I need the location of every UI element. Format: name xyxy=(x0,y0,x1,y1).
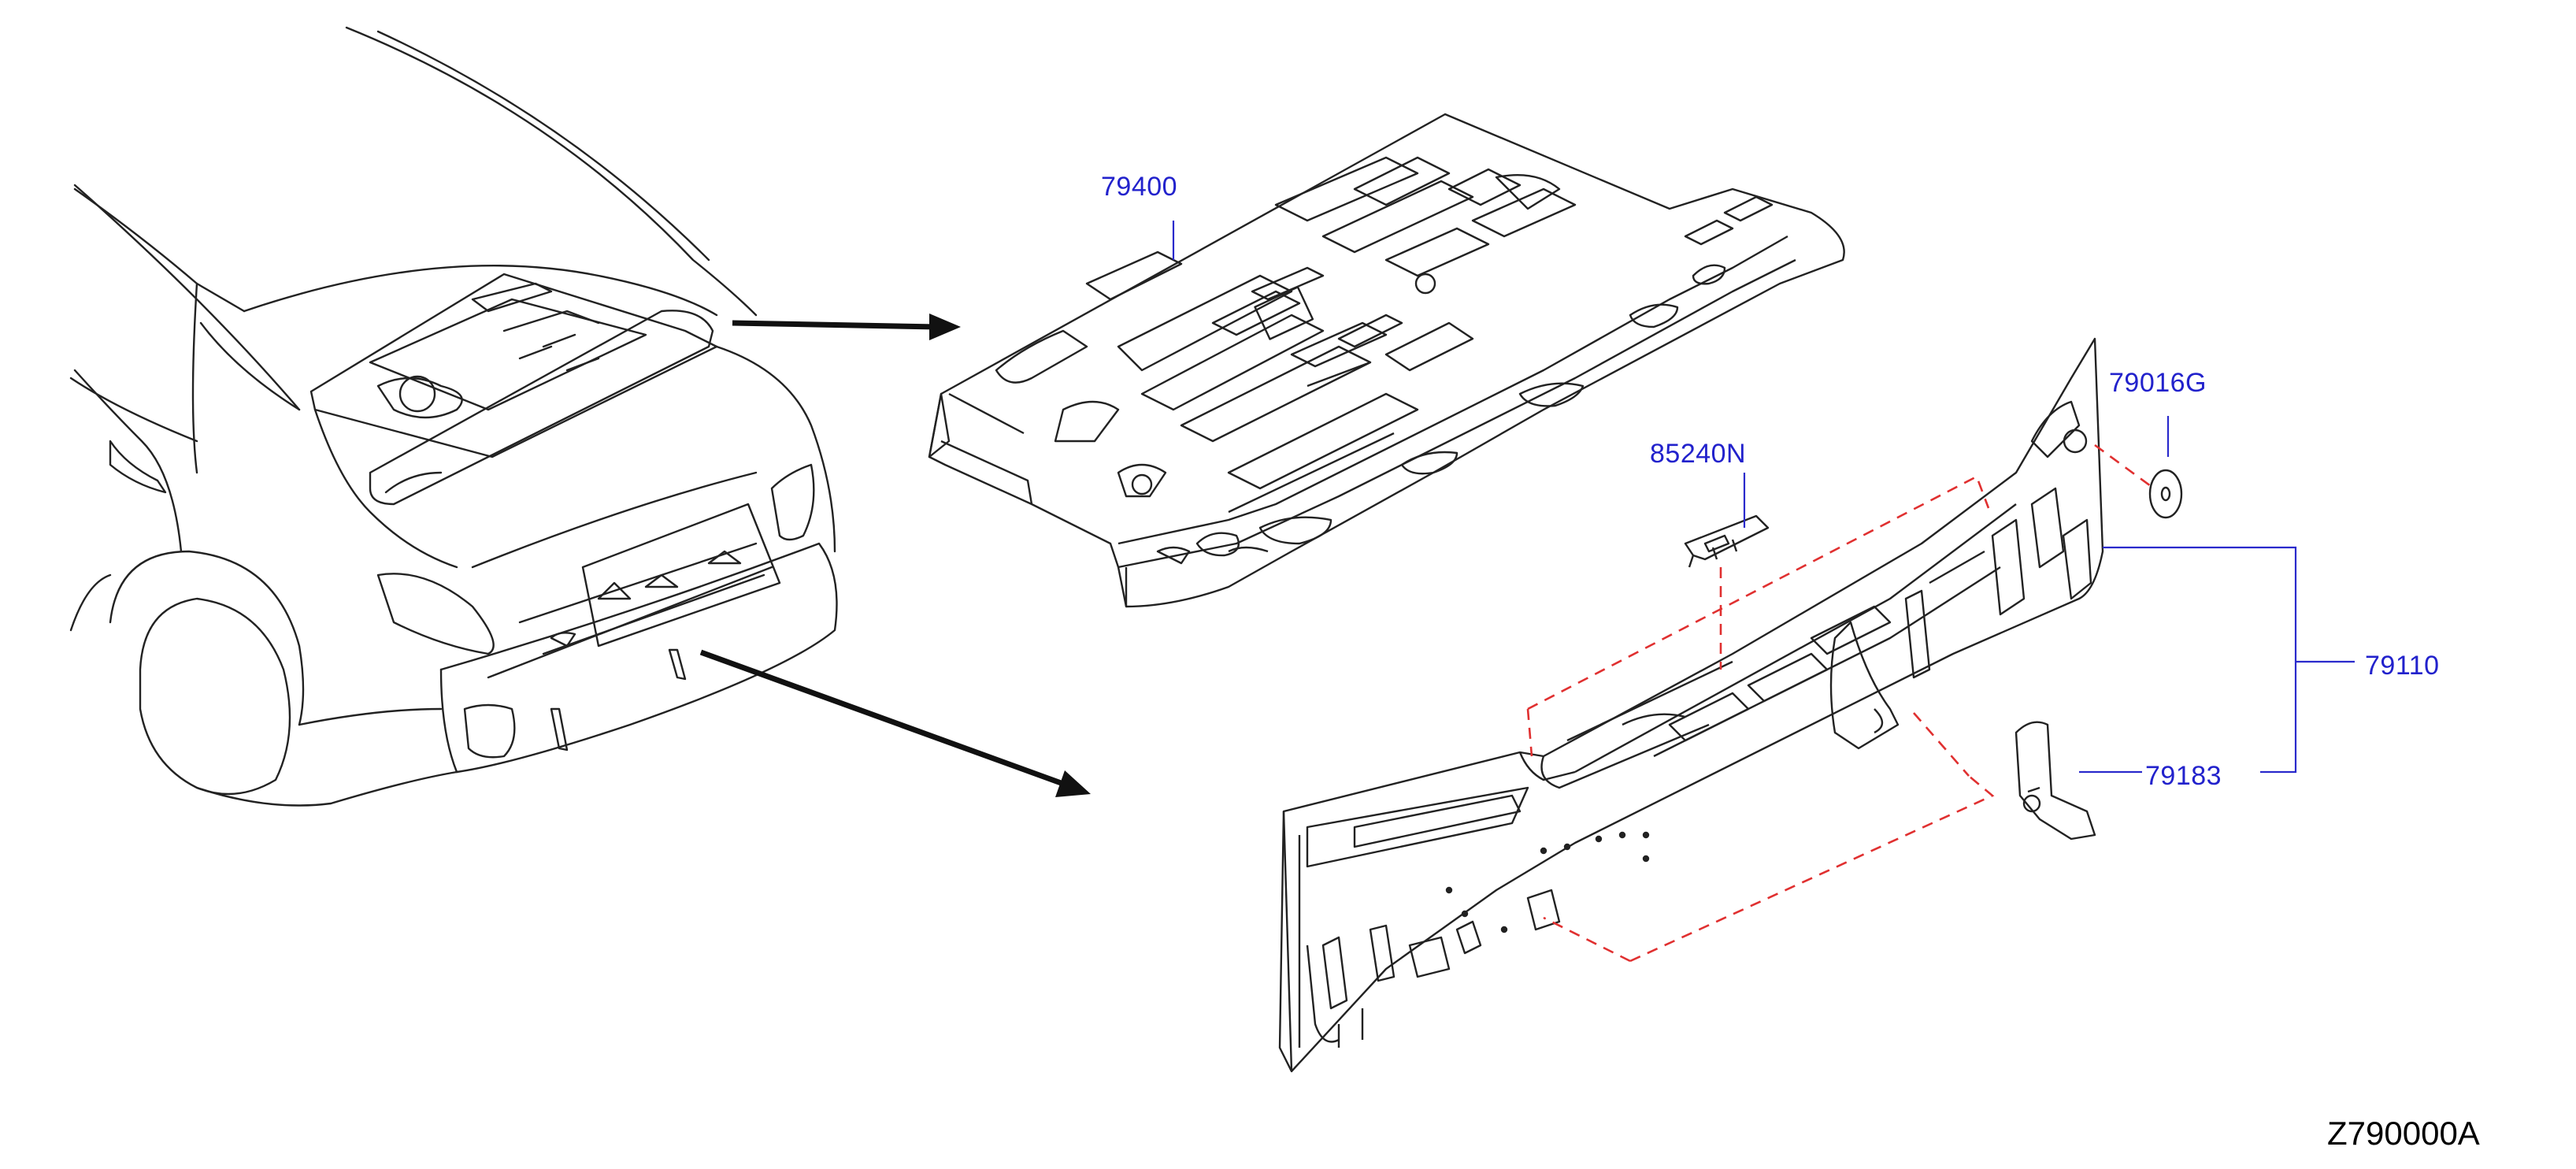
callout-85240n[interactable]: 85240N xyxy=(1650,439,1747,469)
leader-lines xyxy=(1172,221,2355,774)
callout-79400[interactable]: 79400 xyxy=(1101,172,1178,202)
part-79183-bracket xyxy=(2014,721,2096,841)
phantom-lines xyxy=(1526,443,2155,963)
diagram-code: Z790000A xyxy=(2327,1115,2480,1152)
part-79400-parcel-shelf xyxy=(928,113,1845,608)
callout-79110[interactable]: 79110 xyxy=(2365,651,2440,681)
part-79110-rear-panel xyxy=(1278,337,2104,1073)
callout-79183[interactable]: 79183 xyxy=(2145,761,2222,791)
vehicle-rear-view xyxy=(69,26,838,807)
part-85240n-reinforcement xyxy=(1684,514,1770,568)
callout-79016g[interactable]: 79016G xyxy=(2109,368,2207,398)
direction-arrows xyxy=(699,314,1091,797)
part-79016g-grommet xyxy=(2148,469,2183,519)
